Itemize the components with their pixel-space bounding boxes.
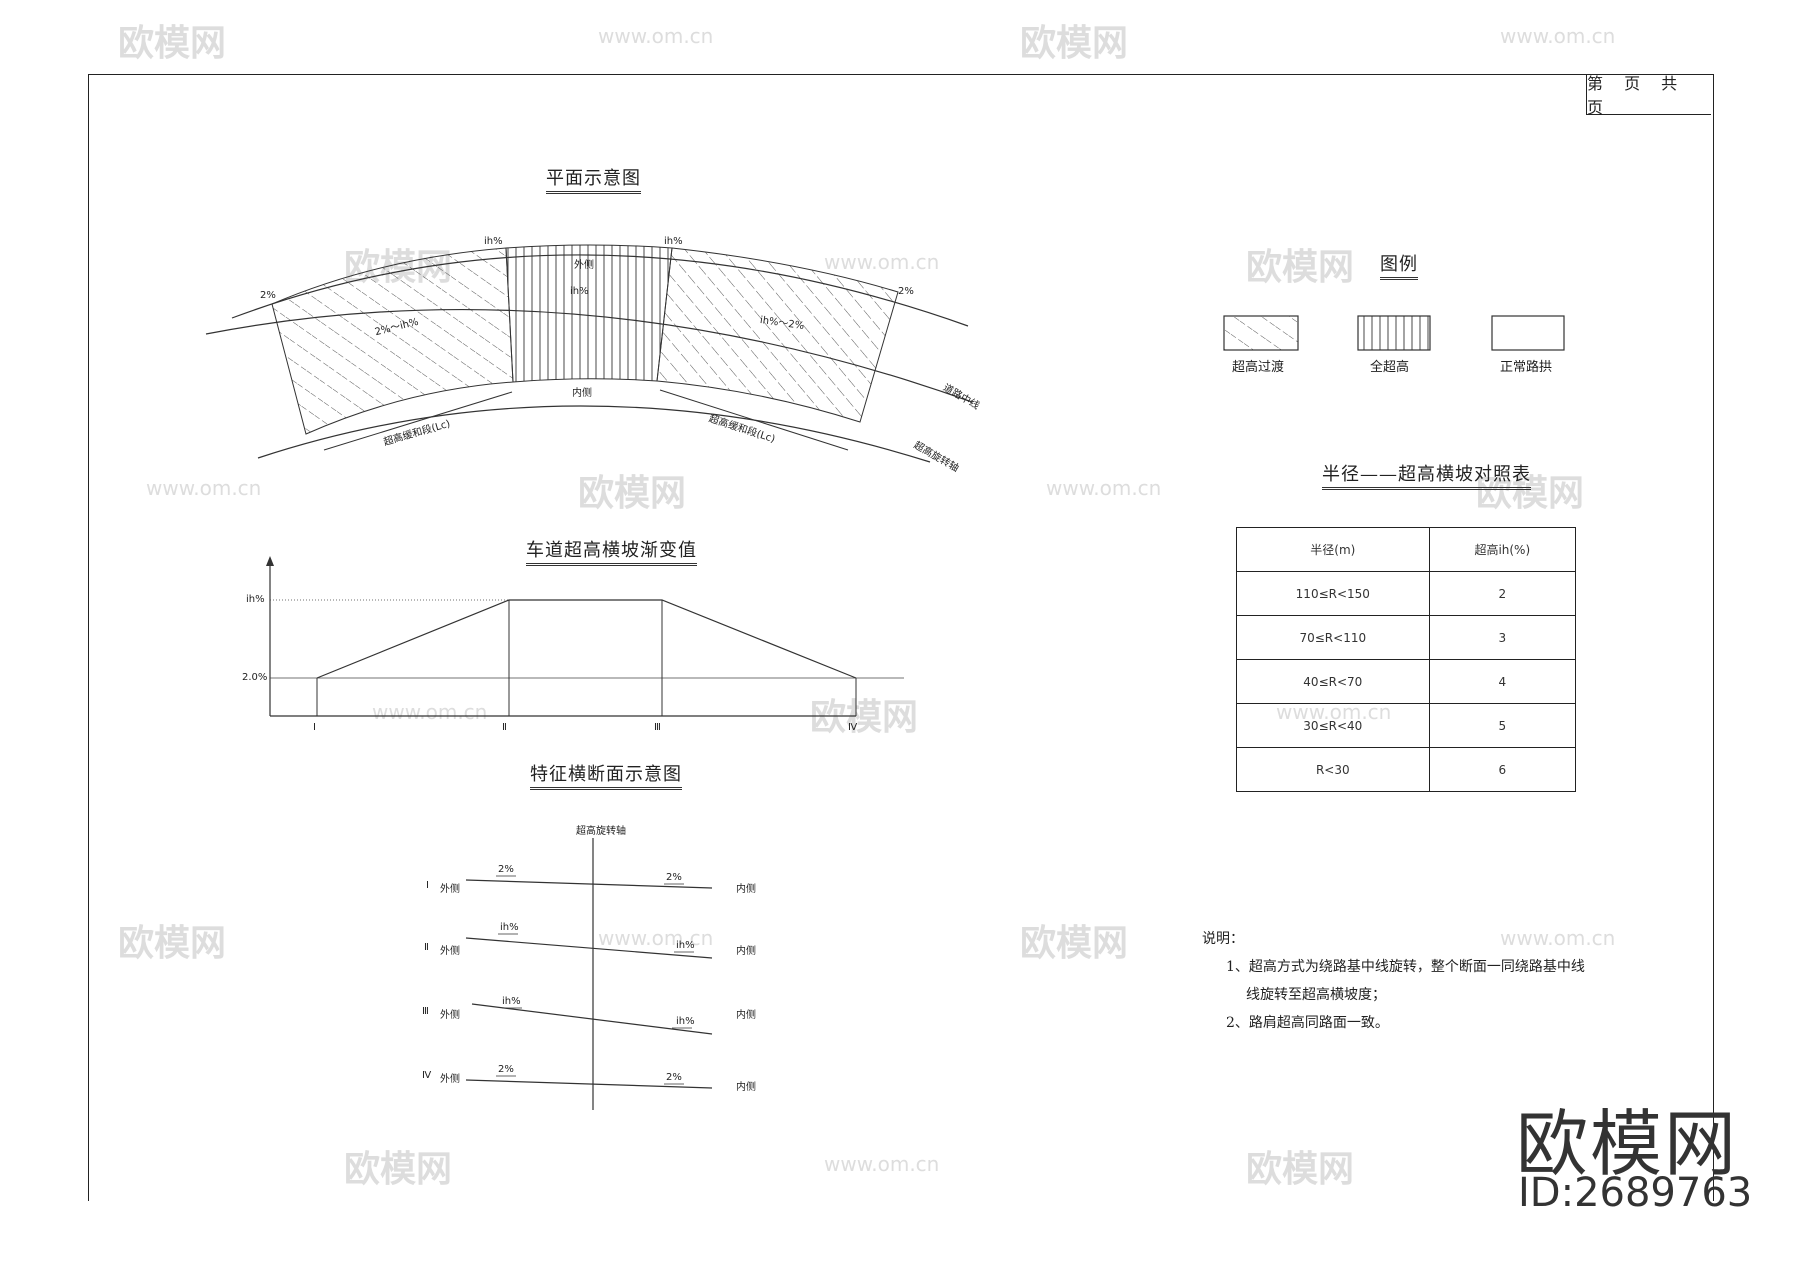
legend-label-transition: 超高过渡 xyxy=(1232,360,1285,375)
section-row-inner: 内侧 xyxy=(736,946,756,957)
table-cell-value: 2 xyxy=(1428,571,1577,616)
section-row-inner: 内侧 xyxy=(736,884,756,895)
plan-label-ih-top-right: ih% xyxy=(664,236,683,247)
table-cell-value: 4 xyxy=(1428,659,1577,704)
section-row-left-slope: ih% xyxy=(500,922,519,933)
section-row-outer: 外侧 xyxy=(440,884,460,895)
section-row-roman: Ⅲ xyxy=(422,1006,429,1017)
gradient-y-label-two: 2.0% xyxy=(242,672,268,683)
section-row-right-slope: ih% xyxy=(676,1016,695,1027)
table-cell-value: 5 xyxy=(1428,703,1577,748)
table-row: 40≤R<70 4 xyxy=(1236,659,1577,704)
table-row: R<30 6 xyxy=(1236,747,1577,792)
table-cell-value: 6 xyxy=(1428,747,1577,792)
table-title: 半径——超高横坡对照表 xyxy=(1322,460,1531,490)
section-row-right-slope: 2% xyxy=(666,872,682,883)
plan-inner-edge xyxy=(257,405,931,463)
section-row-roman: Ⅰ xyxy=(426,880,429,891)
plan-label-ih-top-left: ih% xyxy=(484,236,503,247)
section-row-outer: 外侧 xyxy=(440,1010,460,1021)
notes-line-3: 2、路肩超高同路面一致。 xyxy=(1226,1015,1389,1031)
plan-label-left-2pct: 2% xyxy=(260,290,276,301)
table-cell-value: 3 xyxy=(1428,615,1577,660)
brand-logo-text: 欧模网 xyxy=(1516,1102,1739,1186)
legend-label-full: 全超高 xyxy=(1370,360,1410,375)
gradient-x-label-1: Ⅰ xyxy=(313,722,316,733)
plan-left-transition-zone xyxy=(271,247,514,435)
section-row-2-slope xyxy=(465,937,713,959)
plan-title: 平面示意图 xyxy=(546,164,641,194)
table-header-row: 半径(m) 超高ih(%) xyxy=(1236,527,1577,572)
table-row: 110≤R<150 2 xyxy=(1236,571,1577,616)
table-row: 70≤R<110 3 xyxy=(1236,615,1577,660)
table-cell-radius: R<30 xyxy=(1236,747,1430,792)
section-title: 特征横断面示意图 xyxy=(530,760,682,790)
drawing-frame xyxy=(88,74,1714,1201)
section-row-3-slope xyxy=(471,1003,713,1035)
section-row-left-slope: ih% xyxy=(502,996,521,1007)
section-row-1-slope xyxy=(465,879,713,889)
section-row-left-slope: 2% xyxy=(498,864,514,875)
table-cell-radius: 70≤R<110 xyxy=(1236,615,1430,660)
notes-heading: 说明： xyxy=(1202,931,1244,947)
section-row-right-slope: ih% xyxy=(676,940,695,951)
gradient-y-axis-arrow xyxy=(266,556,274,566)
section-row-roman: Ⅳ xyxy=(422,1070,432,1081)
model-id: ID:2689763 xyxy=(1518,1170,1753,1216)
table-row: 30≤R<40 5 xyxy=(1236,703,1577,748)
plan-right-lc-dimension xyxy=(659,389,849,451)
section-row-inner: 内侧 xyxy=(736,1010,756,1021)
section-row-left-slope: 2% xyxy=(498,1064,514,1075)
section-row-outer: 外侧 xyxy=(440,946,460,957)
legend-title: 图例 xyxy=(1380,250,1418,280)
plan-outer-edge xyxy=(231,254,969,327)
table-cell-radius: 40≤R<70 xyxy=(1236,659,1430,704)
section-row-roman: Ⅱ xyxy=(424,942,429,953)
gradient-x-label-3: Ⅲ xyxy=(654,722,661,733)
table-cell-radius: 30≤R<40 xyxy=(1236,703,1430,748)
plan-label-center-ih: ih% xyxy=(570,286,589,297)
section-row-outer: 外侧 xyxy=(440,1074,460,1085)
notes-line-1: 1、超高方式为绕路基中线旋转，整个断面一同绕路基中线 xyxy=(1226,959,1585,975)
section-row-inner: 内侧 xyxy=(736,1082,756,1093)
plan-label-inner-side: 内侧 xyxy=(572,388,592,399)
plan-label-right-2pct: 2% xyxy=(898,286,914,297)
legend-full-swatch xyxy=(1357,315,1431,351)
plan-right-transition-zone xyxy=(656,247,899,423)
page-number-box: 第 页 共 页 xyxy=(1586,74,1711,117)
gradient-profile-line xyxy=(316,599,857,679)
gradient-y-label-ih: ih% xyxy=(246,594,265,605)
legend-label-normal: 正常路拱 xyxy=(1500,360,1553,375)
section-row-4-slope xyxy=(465,1079,713,1089)
table-header-superelevation: 超高ih(%) xyxy=(1428,527,1577,572)
gradient-x-label-2: Ⅱ xyxy=(502,722,507,733)
gradient-x-label-4: Ⅳ xyxy=(848,722,858,733)
plan-label-outer-side: 外侧 xyxy=(574,260,594,271)
gradient-title: 车道超高横坡渐变值 xyxy=(526,536,697,566)
section-axis-label: 超高旋转轴 xyxy=(576,826,626,837)
legend-normal-swatch xyxy=(1491,315,1565,351)
notes-line-2: 线旋转至超高横坡度； xyxy=(1246,987,1386,1003)
plan-left-lc-dimension xyxy=(323,391,513,451)
plan-road-centerline xyxy=(205,308,973,403)
legend-transition-swatch xyxy=(1223,315,1299,351)
table-cell-radius: 110≤R<150 xyxy=(1236,571,1430,616)
table-header-radius: 半径(m) xyxy=(1236,527,1430,572)
radius-superelevation-table: 半径(m) 超高ih(%) 110≤R<150 2 70≤R<110 3 40≤… xyxy=(1236,527,1577,792)
section-row-right-slope: 2% xyxy=(666,1072,682,1083)
